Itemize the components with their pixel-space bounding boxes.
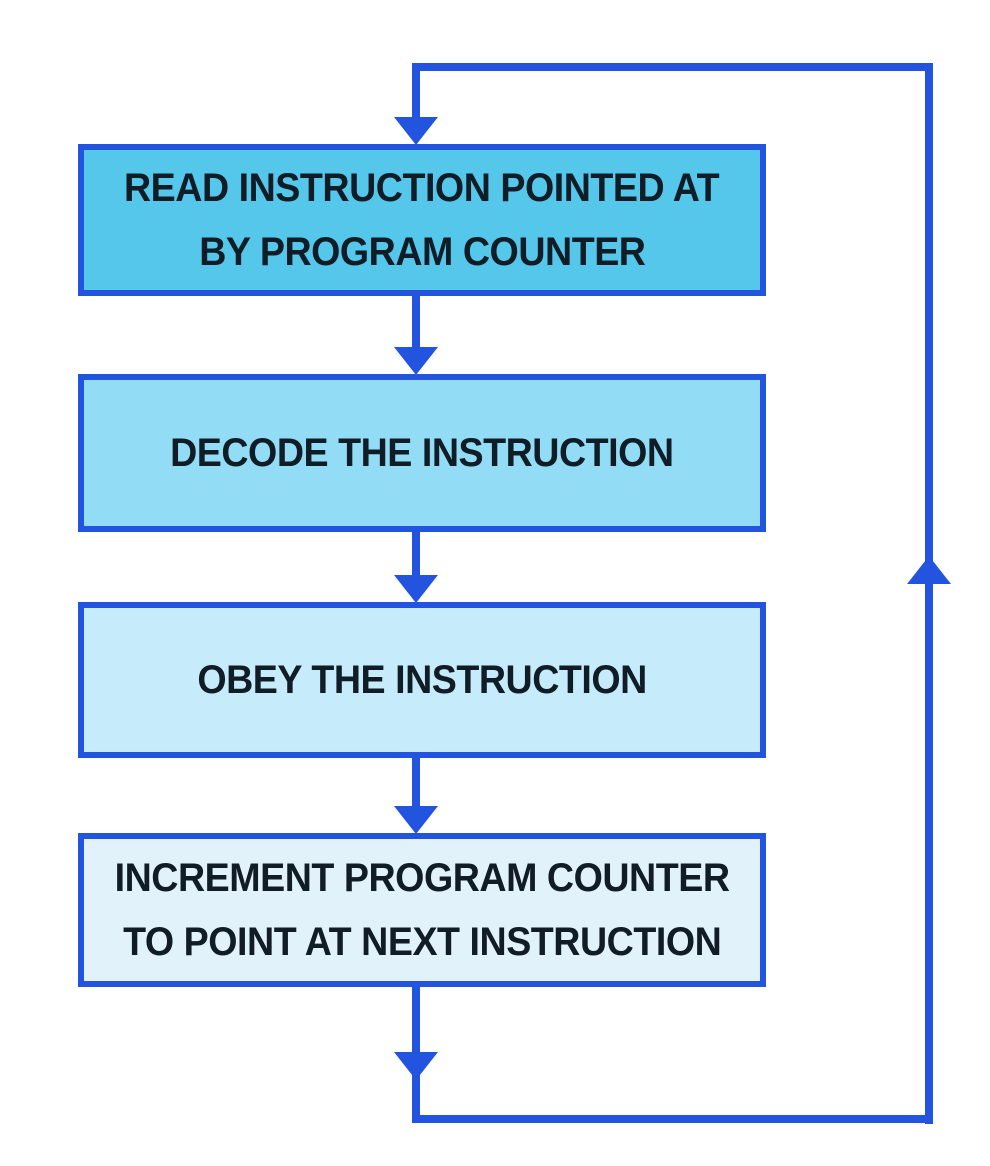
arrow-up-icon bbox=[907, 556, 951, 584]
loop-bottom-line bbox=[412, 1115, 933, 1123]
flowchart-step-obey-instruction: OBEY THE INSTRUCTION bbox=[78, 602, 766, 758]
flowchart-step-read-instruction: READ INSTRUCTION POINTED AT BY PROGRAM C… bbox=[78, 144, 766, 296]
connector-step2-to-step3 bbox=[412, 532, 420, 582]
step-label-line: INCREMENT PROGRAM COUNTER bbox=[114, 856, 730, 900]
step-label-line: DECODE THE INSTRUCTION bbox=[170, 431, 674, 475]
step-label-line: TO POINT AT NEXT INSTRUCTION bbox=[122, 920, 722, 964]
step-label-line: BY PROGRAM COUNTER bbox=[198, 230, 646, 274]
loop-right-line bbox=[925, 63, 933, 1124]
connector-loop-to-step1 bbox=[412, 67, 420, 125]
step-label-line: READ INSTRUCTION POINTED AT bbox=[124, 166, 720, 210]
arrow-down-icon bbox=[394, 806, 438, 834]
connector-step3-to-step4 bbox=[412, 758, 420, 812]
flowchart-step-increment-program-counter: INCREMENT PROGRAM COUNTER TO POINT AT NE… bbox=[78, 833, 766, 987]
arrow-down-icon bbox=[394, 347, 438, 375]
loop-top-line bbox=[412, 63, 933, 71]
arrow-down-icon bbox=[394, 117, 438, 145]
connector-step1-to-step2 bbox=[412, 296, 420, 352]
step-label-line: OBEY THE INSTRUCTION bbox=[197, 658, 647, 702]
flowchart-step-decode-instruction: DECODE THE INSTRUCTION bbox=[78, 374, 766, 532]
arrow-down-icon bbox=[394, 1052, 438, 1080]
arrow-down-icon bbox=[394, 575, 438, 603]
